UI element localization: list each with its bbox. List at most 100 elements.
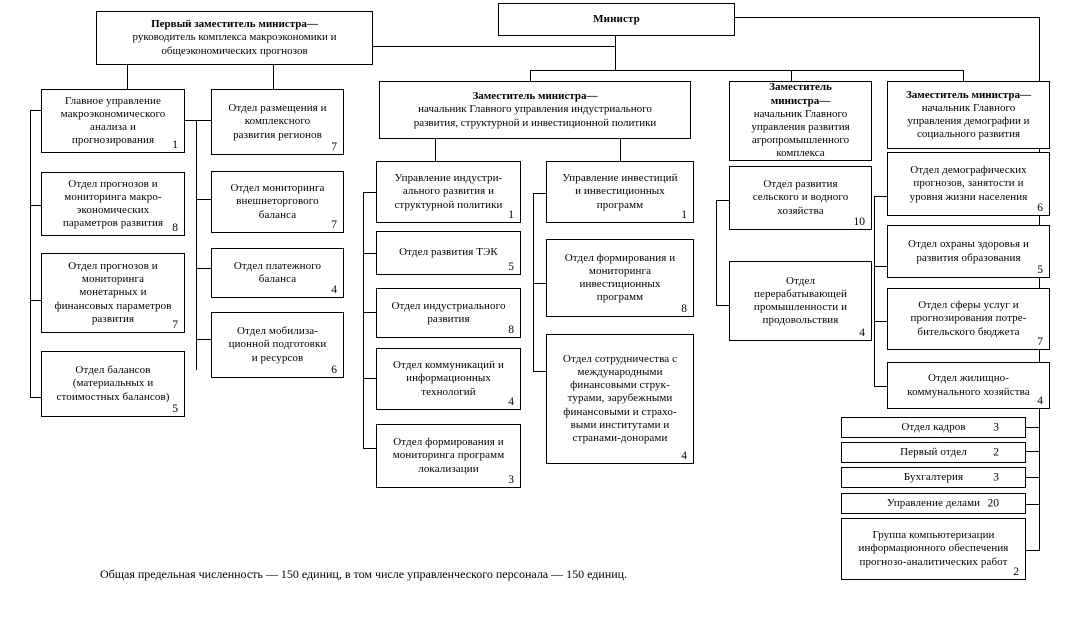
node-agro-1-label: Отдел развития сельского и водного хозяй… — [752, 178, 849, 217]
node-regions-2-count: 7 — [331, 218, 337, 231]
node-agro-1-count: 10 — [853, 215, 866, 228]
spine-regions-column — [196, 120, 198, 370]
node-macro-4[interactable]: Отдел балансов (материальных и стоимостн… — [41, 351, 185, 417]
right-spine — [1039, 17, 1041, 551]
node-macro-3-count: 7 — [172, 318, 178, 331]
connector-deputy-agro-stem — [791, 70, 793, 82]
node-demography-3-label: Отдел сферы услуг и прогнозирования потр… — [910, 299, 1027, 338]
node-demography-1[interactable]: Отдел демографических прогнозов, занятос… — [887, 152, 1050, 216]
node-macro-3[interactable]: Отдел прогнозов и мониторинга монетарных… — [41, 253, 185, 333]
branch-regions-2 — [196, 199, 211, 201]
node-support-1[interactable]: Отдел кадров 3 — [841, 417, 1026, 438]
spine-macro-column — [30, 110, 32, 398]
node-industrial-5-count: 3 — [508, 473, 514, 486]
node-demography-2-label: Отдел охраны здоровья и развития образов… — [908, 238, 1029, 264]
node-industrial-4[interactable]: Отдел коммуникаций и информационных техн… — [376, 348, 521, 410]
node-first-deputy-header: Первый заместитель министра— — [151, 18, 318, 31]
node-deputy-agro-header: Заместитель министра— — [769, 81, 832, 107]
node-agro-2[interactable]: Отдел перерабатывающей промышленности и … — [729, 261, 872, 341]
branch-demography-2 — [874, 266, 887, 268]
node-industrial-1-count: 1 — [508, 208, 514, 221]
node-minister[interactable]: Министр — [498, 3, 735, 36]
footer-total-staff: Общая предельная численность — 150 едини… — [100, 567, 628, 581]
node-demography-4-label: Отдел жилищно- коммунального хозяйства — [907, 372, 1030, 398]
node-minister-label: Министр — [593, 12, 640, 25]
branch-macro-3 — [30, 300, 41, 302]
node-investment-2[interactable]: Отдел формирования и мониторинга инвести… — [546, 239, 694, 317]
node-support-5-count: 2 — [1013, 565, 1019, 578]
branch-agro-1 — [716, 200, 729, 202]
node-support-3[interactable]: Бухгалтерия 3 — [841, 467, 1026, 488]
node-support-2-count: 2 — [993, 445, 999, 458]
node-demography-2-count: 5 — [1037, 263, 1043, 276]
node-demography-3[interactable]: Отдел сферы услуг и прогнозирования потр… — [887, 288, 1050, 350]
node-macro-1-count: 1 — [172, 138, 178, 151]
node-macro-2-label: Отдел прогнозов и мониторинга макро- эко… — [62, 177, 164, 230]
node-industrial-1[interactable]: Управление индустри- ального развития и … — [376, 161, 521, 223]
node-support-1-label: Отдел кадров — [901, 420, 966, 433]
node-deputy-agro-sub: начальник Главного управления развития а… — [751, 107, 850, 160]
spine-investment-column — [533, 193, 535, 371]
node-regions-3[interactable]: Отдел платежного баланса 4 — [211, 248, 344, 298]
branch-macro-2 — [30, 205, 41, 207]
node-regions-2[interactable]: Отдел мониторинга внешнеторгового баланс… — [211, 171, 344, 233]
node-regions-4-count: 6 — [331, 363, 337, 376]
node-regions-4[interactable]: Отдел мобилиза- ционной подготовки и рес… — [211, 312, 344, 378]
node-investment-3-count: 4 — [681, 449, 687, 462]
branch-support-5 — [1026, 550, 1040, 552]
node-investment-3[interactable]: Отдел сотрудничества с международными фи… — [546, 334, 694, 464]
node-demography-4[interactable]: Отдел жилищно- коммунального хозяйства 4 — [887, 362, 1050, 409]
connector-industrial-stem-left — [435, 139, 437, 161]
branch-industrial-4 — [363, 378, 376, 380]
node-first-deputy-sub: руководитель комплекса макроэкономики и … — [132, 31, 337, 57]
node-industrial-2-count: 5 — [508, 260, 514, 273]
node-deputy-demography-sub: начальник Главного управления демографии… — [907, 101, 1030, 141]
branch-regions-3 — [196, 268, 211, 270]
node-support-5[interactable]: Группа компьютеризации информационного о… — [841, 518, 1026, 580]
node-macro-1-label: Главное управление макроэкономического а… — [60, 94, 166, 147]
node-regions-4-label: Отдел мобилиза- ционной подготовки и рес… — [228, 325, 327, 364]
branch-industrial-2 — [363, 253, 376, 255]
node-regions-1-count: 7 — [331, 140, 337, 153]
node-support-2[interactable]: Первый отдел 2 — [841, 442, 1026, 463]
branch-investment-3 — [533, 371, 546, 373]
node-industrial-3-label: Отдел индустриального развития — [391, 299, 506, 325]
branch-investment-1 — [533, 193, 546, 195]
node-support-3-label: Бухгалтерия — [903, 470, 964, 483]
node-regions-1[interactable]: Отдел размещения и комплексного развития… — [211, 89, 344, 155]
node-macro-1[interactable]: Главное управление макроэкономического а… — [41, 89, 185, 153]
node-industrial-3-count: 8 — [508, 323, 514, 336]
branch-industrial-1 — [363, 192, 376, 194]
node-industrial-5[interactable]: Отдел формирования и мониторинга програм… — [376, 424, 521, 488]
node-investment-1-count: 1 — [681, 208, 687, 221]
spine-demography-column — [874, 196, 876, 386]
node-first-deputy[interactable]: Первый заместитель министра— руководител… — [96, 11, 373, 65]
node-support-4-label: Управление делами — [886, 496, 981, 509]
node-macro-2[interactable]: Отдел прогнозов и мониторинга макро- эко… — [41, 172, 185, 236]
node-regions-2-label: Отдел мониторинга внешнеторгового баланс… — [230, 182, 325, 221]
node-investment-2-label: Отдел формирования и мониторинга инвести… — [564, 251, 676, 304]
node-industrial-4-count: 4 — [508, 395, 514, 408]
node-support-4[interactable]: Управление делами 20 — [841, 493, 1026, 514]
branch-support-2 — [1026, 451, 1040, 453]
node-deputy-demography-header: Заместитель министра— — [905, 88, 1031, 101]
node-macro-3-label: Отдел прогнозов и мониторинга монетарных… — [54, 260, 172, 325]
node-regions-3-label: Отдел платежного баланса — [233, 259, 322, 285]
node-deputy-agro[interactable]: Заместитель министра— начальник Главного… — [729, 81, 872, 161]
node-demography-1-count: 6 — [1037, 201, 1043, 214]
node-support-4-count: 20 — [987, 496, 1000, 509]
connector-minister-to-right-spine — [735, 17, 1040, 19]
node-deputy-industrial[interactable]: Заместитель министра— начальник Главного… — [379, 81, 691, 139]
node-investment-2-count: 8 — [681, 302, 687, 315]
node-deputy-demography[interactable]: Заместитель министра— начальник Главного… — [887, 81, 1050, 149]
node-industrial-2[interactable]: Отдел развития ТЭК 5 — [376, 231, 521, 275]
branch-macro-4 — [30, 397, 41, 399]
node-macro-2-count: 8 — [172, 221, 178, 234]
node-industrial-3[interactable]: Отдел индустриального развития 8 — [376, 288, 521, 338]
node-investment-1[interactable]: Управление инвестиций и инвестиционных п… — [546, 161, 694, 223]
branch-support-1 — [1026, 427, 1040, 429]
node-demography-2[interactable]: Отдел охраны здоровья и развития образов… — [887, 225, 1050, 278]
node-agro-1[interactable]: Отдел развития сельского и водного хозяй… — [729, 166, 872, 230]
node-regions-1-label: Отдел размещения и комплексного развития… — [228, 102, 327, 141]
branch-support-3 — [1026, 477, 1040, 479]
